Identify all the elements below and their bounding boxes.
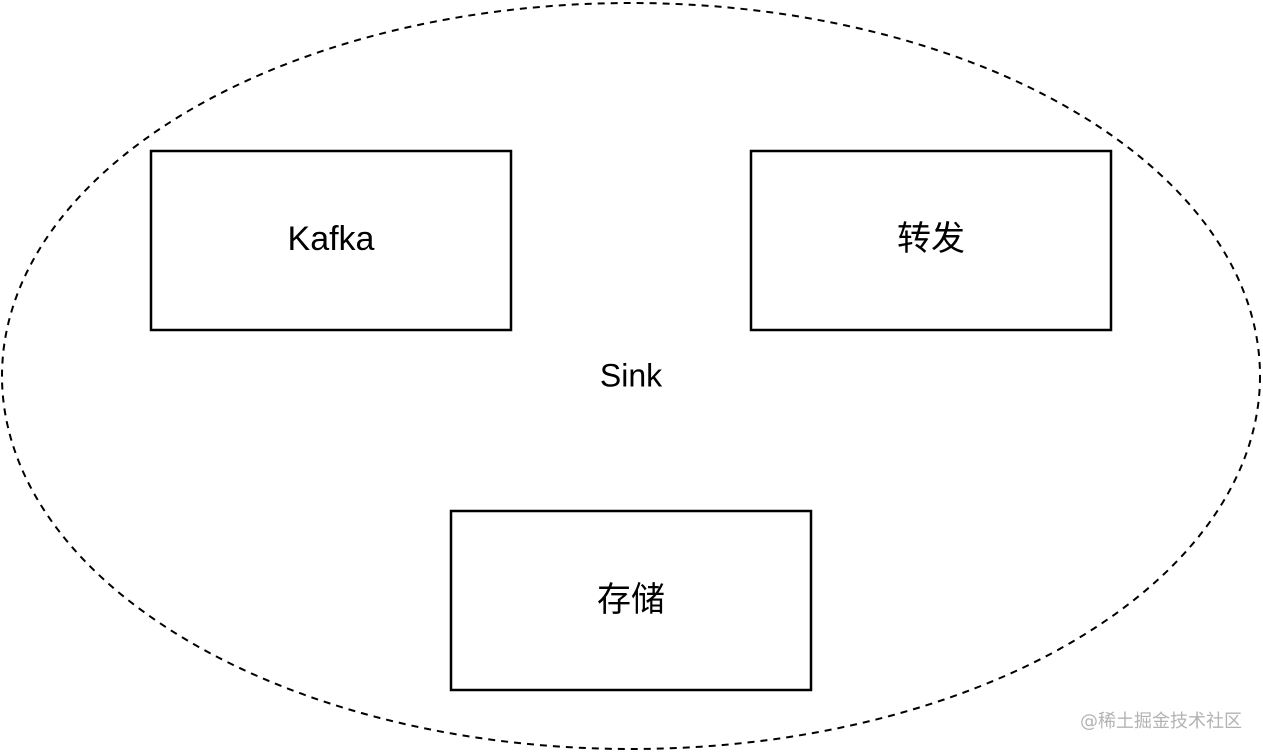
node-forward[interactable]: 转发: [749, 149, 1113, 332]
node-storage-box: [449, 509, 813, 692]
watermark-text: @稀土掘金技术社区: [1080, 711, 1242, 732]
node-kafka-label: Kafka: [288, 220, 375, 258]
node-forward-label: 转发: [897, 220, 965, 258]
node-storage[interactable]: 存储: [449, 509, 813, 692]
node-kafka[interactable]: Kafka: [149, 149, 513, 332]
sink-group-label: Sink: [600, 357, 663, 393]
node-kafka-box: [149, 149, 513, 332]
node-forward-box: [749, 149, 1113, 332]
node-storage-label: 存储: [597, 581, 665, 619]
